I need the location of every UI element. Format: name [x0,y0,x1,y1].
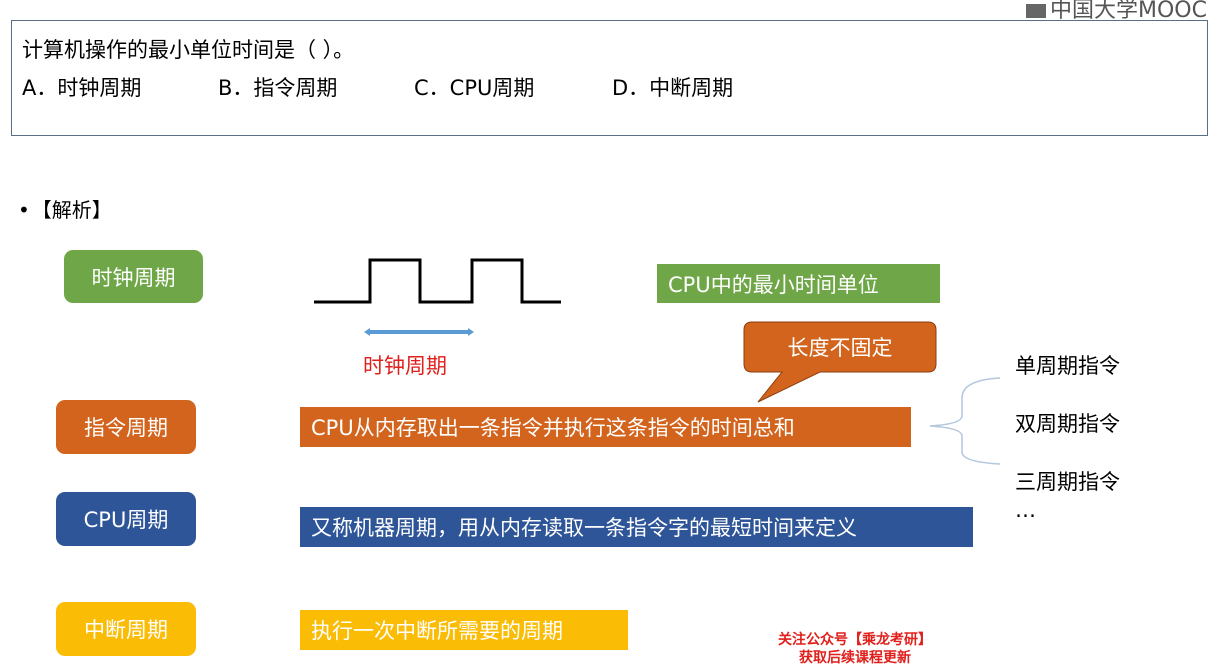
term-label: 时钟周期 [91,265,176,290]
desc-cpu-cycle: 又称机器周期，用从内存读取一条指令字的最短时间来定义 [300,507,973,547]
desc-text: CPU从内存取出一条指令并执行这条指令的时间总和 [311,416,795,440]
clock-waveform-icon [314,258,561,304]
desc-text: 又称机器周期，用从内存读取一条指令字的最短时间来定义 [311,516,857,540]
desc-instruction-cycle: CPU从内存取出一条指令并执行这条指令的时间总和 [300,407,911,447]
mooc-logo-icon [1026,4,1046,18]
callout-text: 长度不固定 [787,336,893,360]
term-cpu-cycle: CPU周期 [56,492,196,546]
promo-text: 关注公众号【乘龙考研】 获取后续课程更新 [760,631,950,667]
question-box [11,20,1208,136]
promo-line-2: 获取后续课程更新 [799,650,911,666]
clock-period-marker-icon [364,328,474,336]
callout-bubble-icon [743,321,937,403]
instruction-type-triple: 三周期指令 [1015,470,1120,494]
desc-interrupt-cycle: 执行一次中断所需要的周期 [300,610,628,650]
term-label: 指令周期 [84,416,168,440]
instruction-type-double: 双周期指令 [1015,412,1120,436]
term-label: CPU周期 [83,508,169,532]
option-a: A．时钟周期 [22,76,142,100]
instruction-type-single: 单周期指令 [1015,354,1120,378]
analysis-heading-text: 【解析】 [31,198,112,222]
term-interrupt-cycle: 中断周期 [56,602,196,656]
question-stem: 计算机操作的最小单位时间是（ ）。 [22,38,355,62]
option-c: C．CPU周期 [414,76,535,100]
analysis-heading: •【解析】 [18,194,112,223]
clock-cycle-label: 时钟周期 [363,354,447,378]
promo-line-1: 关注公众号【乘龙考研】 [778,632,932,648]
desc-text: 执行一次中断所需要的周期 [311,619,563,643]
bullet-icon: • [18,198,30,222]
desc-clock-cycle: CPU中的最小时间单位 [657,264,940,303]
watermark-text: 中国大学MOOC [1050,0,1207,23]
term-clock-cycle: 时钟周期 [64,250,203,303]
instruction-type-more: … [1015,498,1036,522]
option-b: B．指令周期 [218,76,338,100]
term-instruction-cycle: 指令周期 [56,400,196,454]
term-label: 中断周期 [84,618,168,642]
option-d: D．中断周期 [612,76,734,100]
mooc-watermark: 中国大学MOOC [1026,0,1207,24]
desc-text: CPU中的最小时间单位 [668,272,879,297]
curly-brace-icon [929,377,1001,465]
